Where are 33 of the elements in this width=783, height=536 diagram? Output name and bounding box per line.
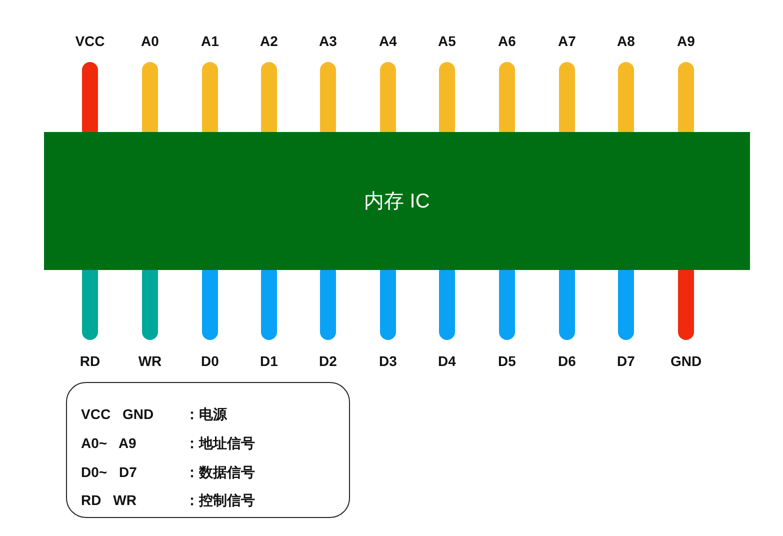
pin-label: D4: [438, 353, 456, 369]
legend-description: ：数据信号: [185, 464, 255, 482]
legend-pins: VCC GND: [81, 406, 154, 422]
pin-label: D3: [379, 353, 397, 369]
pin-label: D7: [617, 353, 635, 369]
pin-label: A9: [677, 33, 695, 49]
pin-label: A3: [319, 33, 337, 49]
legend-pins: A0~ A9: [81, 435, 136, 451]
legend-box: [66, 382, 350, 518]
chip-body: [44, 132, 750, 270]
legend-description: ：电源: [185, 406, 227, 424]
pin-label: WR: [138, 353, 162, 369]
pin-label: A7: [558, 33, 576, 49]
pin-label: A4: [379, 33, 397, 49]
pin-label: A5: [438, 33, 456, 49]
pin-label: A6: [498, 33, 516, 49]
legend-pins: RD WR: [81, 492, 136, 508]
legend-description: ：地址信号: [185, 435, 255, 453]
pin-label: RD: [80, 353, 100, 369]
legend-pins: D0~ D7: [81, 464, 137, 480]
pin-label: D2: [319, 353, 337, 369]
legend-description: ：控制信号: [185, 492, 255, 510]
chip-label: 内存 IC: [364, 190, 430, 214]
pin-label: GND: [670, 353, 702, 369]
pin-label: A8: [617, 33, 635, 49]
pin-label: VCC: [75, 33, 105, 49]
pin-label: D0: [201, 353, 219, 369]
pin-label: A0: [141, 33, 159, 49]
pin-label: D5: [498, 353, 516, 369]
pin-label: D6: [558, 353, 576, 369]
pin-label: A1: [201, 33, 219, 49]
pin-label: A2: [260, 33, 278, 49]
pin-label: D1: [260, 353, 278, 369]
